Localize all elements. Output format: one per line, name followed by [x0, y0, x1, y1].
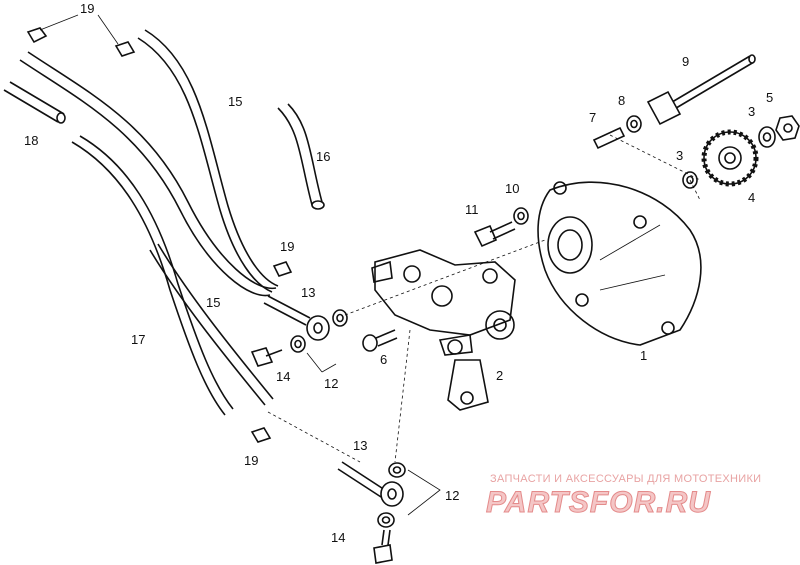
callout-6: 6	[380, 352, 387, 367]
callout-numbers: 19 9 8 7 3 5 3 4 15 16 18 10 11 19 13 15…	[24, 1, 773, 545]
callout-2: 2	[496, 368, 503, 383]
hose-17	[71, 135, 234, 416]
washer-8	[626, 115, 642, 133]
washer-12-lower-a	[388, 462, 406, 478]
callout-11: 11	[465, 202, 479, 217]
shaft-9	[646, 54, 756, 126]
callout-15-upper: 15	[228, 94, 242, 109]
clamp-19-top-left	[26, 27, 48, 44]
screw-6	[362, 329, 398, 352]
callout-8: 8	[618, 93, 625, 108]
callout-14-lower: 14	[331, 530, 345, 545]
callout-13-lower: 13	[353, 438, 367, 453]
washer-10	[513, 207, 529, 225]
washer-12-lower-b	[377, 512, 395, 528]
washer-12-upper-b	[290, 335, 306, 353]
callout-9: 9	[682, 54, 689, 69]
hose-18	[3, 81, 66, 124]
washer-3-upper	[758, 126, 776, 148]
pump-cover-1	[537, 181, 702, 346]
drive-gear-4	[701, 129, 759, 187]
clamp-19-top-right	[114, 41, 136, 57]
hose-upper-long	[137, 29, 279, 293]
callout-10: 10	[505, 181, 519, 196]
callout-19-top: 19	[80, 1, 94, 16]
hose-15-upper	[19, 51, 277, 297]
banjo-13-lower	[337, 461, 404, 507]
banjo-13-upper	[263, 295, 330, 341]
callout-14-upper: 14	[276, 369, 290, 384]
watermark: ЗАПЧАСТИ И АКСЕССУАРЫ ДЛЯ МОТОТЕХНИКИ PA…	[486, 473, 762, 520]
oil-pump-2	[371, 249, 516, 411]
hose-15-lower	[149, 243, 274, 406]
callout-1: 1	[640, 348, 647, 363]
callout-17: 17	[131, 332, 145, 347]
washer-12-upper-a	[332, 309, 348, 327]
bolt-14-upper	[250, 347, 283, 367]
callout-15-lower: 15	[206, 295, 220, 310]
bolt-14-lower	[373, 529, 393, 564]
callout-3-upper: 3	[748, 104, 755, 119]
callout-18: 18	[24, 133, 38, 148]
callout-12-lower: 12	[445, 488, 459, 503]
callout-12-upper: 12	[324, 376, 338, 391]
bolt-11	[473, 221, 516, 248]
callout-7: 7	[589, 110, 596, 125]
clamp-19-mid	[272, 261, 293, 277]
callout-19-mid: 19	[280, 239, 294, 254]
callout-3-lower: 3	[676, 148, 683, 163]
nut-5	[775, 115, 800, 141]
pin-7	[592, 126, 626, 150]
callout-16: 16	[316, 149, 330, 164]
watermark-brand-logo: PARTSFOR.RU	[486, 486, 711, 519]
watermark-tagline: ЗАПЧАСТИ И АКСЕССУАРЫ ДЛЯ МОТОТЕХНИКИ	[490, 473, 761, 485]
hose-16	[277, 103, 325, 210]
leader-lines	[39, 14, 701, 516]
callout-4: 4	[748, 190, 755, 205]
callout-13-upper: 13	[301, 285, 315, 300]
clamp-19-low	[250, 427, 272, 443]
callout-5: 5	[766, 90, 773, 105]
callout-19-low: 19	[244, 453, 258, 468]
